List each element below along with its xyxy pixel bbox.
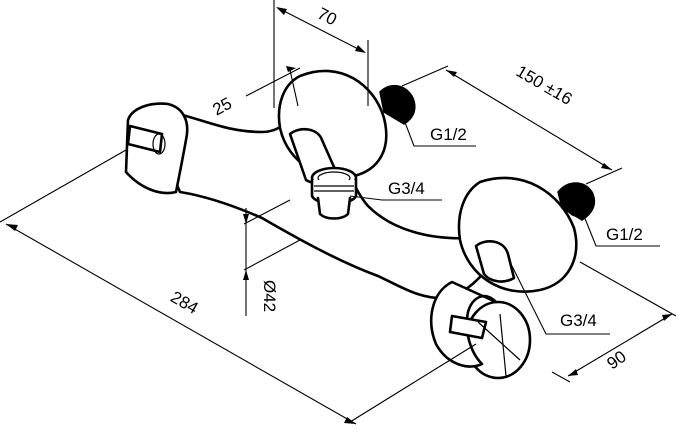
dimension-90-label: 90 [603,347,629,373]
knob-mark-b [499,313,507,377]
dimension-diameter: Ø42 [243,199,301,316]
right-eccentric [474,240,516,283]
callout-g12-right-label: G1/2 [606,225,643,244]
dimension-diameter-label: Ø42 [260,280,279,312]
callout-g34-center-label: G3/4 [388,179,425,198]
callout-g12-top: G1/2 [397,103,476,147]
callout-g12-right: G1/2 [579,205,660,247]
knob-mark-a [477,321,521,361]
right-inlet-ring [565,187,587,217]
left-inlet-ring [387,89,409,119]
outlet-stem [316,196,352,220]
outlet-fitting [310,166,358,220]
left-knob-grip [152,133,166,155]
dimension-150: 150 ±16 [401,62,623,185]
dimension-284-label: 284 [167,287,201,318]
right-knob-lever [448,314,488,340]
callout-g34-right-label: G3/4 [560,311,597,330]
callout-g34-right: G3/4 [511,265,610,335]
dimension-25-label: 25 [209,94,235,120]
dimension-150-label: 150 ±16 [513,62,576,109]
dimension-90: 90 [551,261,677,383]
dimension-70-label: 70 [314,4,339,30]
callout-g34-center: G3/4 [349,179,442,201]
callout-g12-top-label: G1/2 [430,125,467,144]
right-wall-connection [457,176,596,293]
